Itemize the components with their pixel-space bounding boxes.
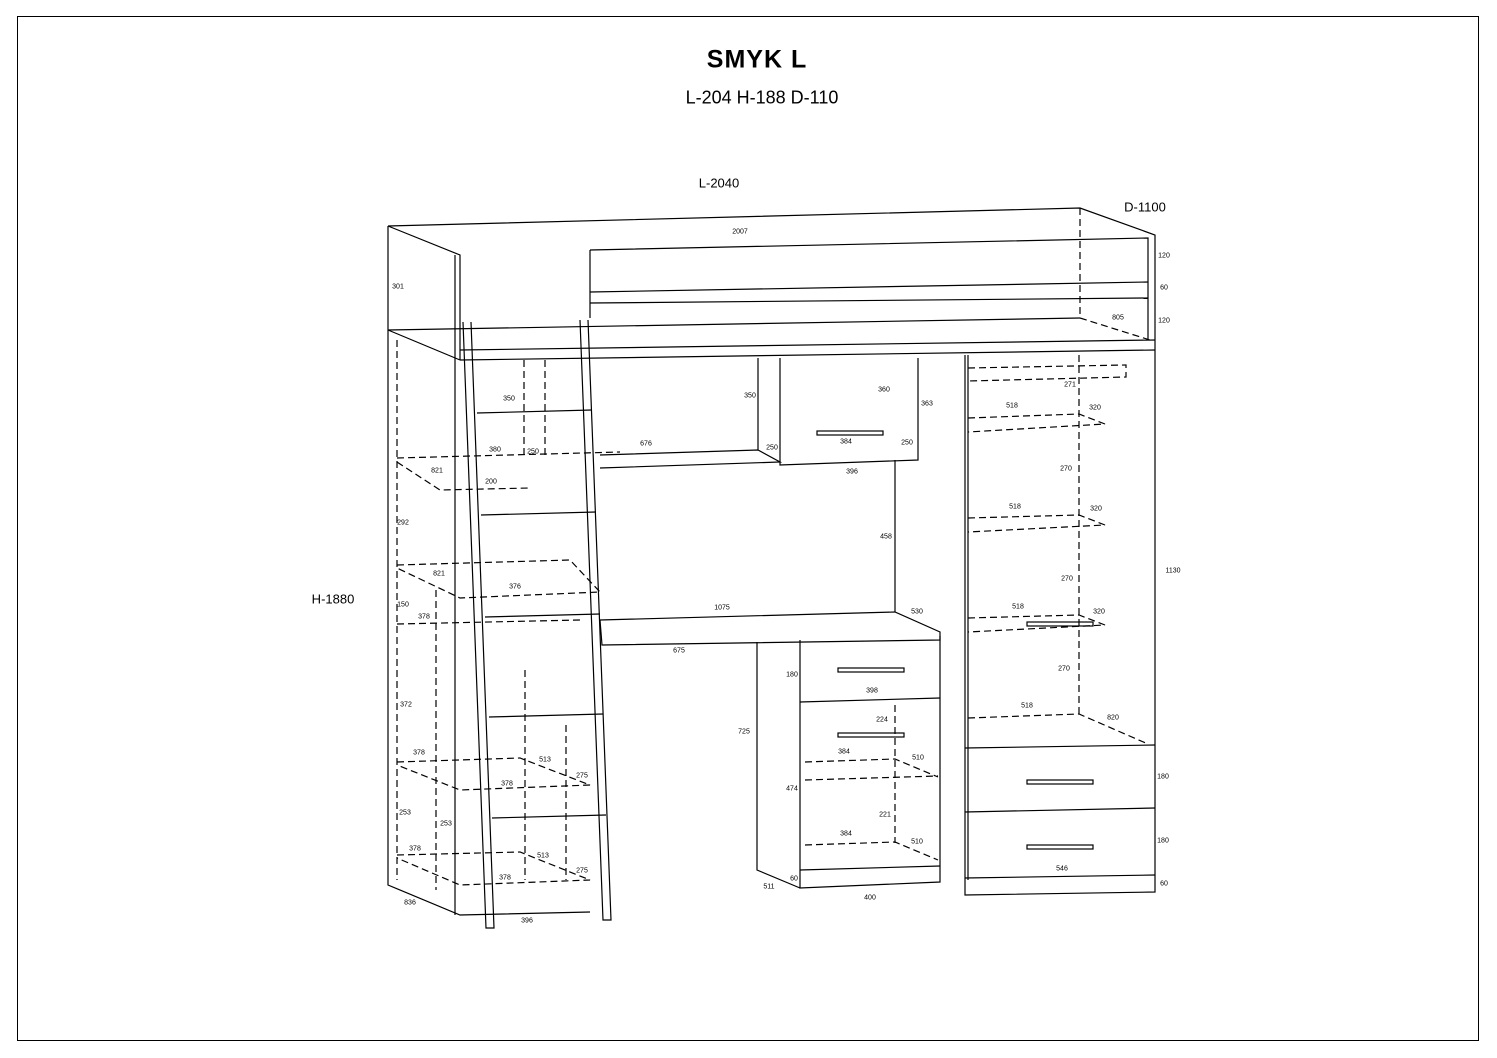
dim-label: 221: [879, 811, 891, 819]
overall-length: L-2040: [698, 175, 740, 191]
dim-label: 510: [912, 754, 924, 762]
dim-label: 120: [1158, 317, 1170, 325]
dim-label: 150: [397, 601, 409, 609]
dim-label: 60: [1160, 880, 1168, 888]
dim-label: 275: [576, 867, 588, 875]
dim-label: 378: [418, 613, 430, 621]
dim-label: 458: [880, 533, 892, 541]
dim-label: 270: [1060, 465, 1072, 473]
dim-label: 511: [763, 883, 775, 891]
dim-label: 320: [1093, 608, 1105, 616]
dim-label: 350: [744, 392, 756, 400]
dim-label: 350: [503, 395, 515, 403]
dim-label: 60: [790, 875, 798, 883]
dim-label: 384: [840, 830, 852, 838]
bed-frame: [387, 207, 1156, 361]
dim-label: 821: [431, 467, 443, 475]
dim-label: 400: [864, 894, 876, 902]
dim-label: 513: [537, 852, 549, 860]
dim-label: 725: [738, 728, 750, 736]
dim-label: 275: [576, 772, 588, 780]
drawing-title: SMYK L: [706, 45, 808, 74]
left-tower: [387, 225, 621, 916]
desk: [599, 611, 941, 889]
dim-label: 180: [1157, 773, 1169, 781]
dim-label: 805: [1112, 314, 1124, 322]
dim-label: 836: [404, 899, 416, 907]
upper-cabinet: [599, 358, 919, 612]
dim-label: 270: [1058, 665, 1070, 673]
dim-label: 292: [397, 519, 409, 527]
dim-label: 271: [1064, 381, 1076, 389]
overall-height: H-1880: [311, 591, 355, 607]
dim-label: 1130: [1165, 567, 1181, 575]
dim-label: 546: [1056, 865, 1068, 873]
dim-label: 250: [901, 439, 913, 447]
dim-label: 513: [539, 756, 551, 764]
ladder: [462, 319, 612, 929]
dim-label: 510: [911, 838, 923, 846]
dim-label: 320: [1089, 404, 1101, 412]
dim-label: 2007: [732, 228, 748, 236]
dim-label: 301: [392, 283, 404, 291]
dim-label: 250: [766, 444, 778, 452]
dim-label: 474: [786, 785, 798, 793]
dim-label: 518: [1021, 702, 1033, 710]
wardrobe: [964, 350, 1156, 896]
dim-label: 270: [1061, 575, 1073, 583]
dim-label: 224: [876, 716, 888, 724]
dim-label: 530: [911, 608, 923, 616]
dim-label: 180: [1157, 837, 1169, 845]
dim-label: 384: [840, 438, 852, 446]
dim-label: 320: [1090, 505, 1102, 513]
dim-label: 372: [400, 701, 412, 709]
dim-label: 518: [1006, 402, 1018, 410]
dim-label: 380: [489, 446, 501, 454]
dim-label: 60: [1160, 284, 1168, 292]
dim-label: 820: [1107, 714, 1119, 722]
overall-depth: D-1100: [1124, 199, 1166, 215]
dim-label: 1075: [714, 604, 730, 612]
dim-label: 384: [838, 748, 850, 756]
drawing-frame: [17, 16, 1479, 1041]
drawing-subtitle: L-204 H-188 D-110: [685, 87, 839, 108]
dim-label: 676: [640, 440, 652, 448]
dim-label: 518: [1009, 503, 1021, 511]
dim-label: 396: [521, 917, 533, 925]
dim-label: 398: [866, 687, 878, 695]
dim-label: 518: [1012, 603, 1024, 611]
dim-label: 821: [433, 570, 445, 578]
dim-label: 378: [413, 749, 425, 757]
dim-label: 253: [440, 820, 452, 828]
dim-label: 363: [921, 400, 933, 408]
dim-label: 250: [527, 448, 539, 456]
dim-label: 200: [485, 478, 497, 486]
dim-label: 378: [501, 780, 513, 788]
dim-label: 180: [786, 671, 798, 679]
dim-label: 378: [499, 874, 511, 882]
dim-label: 360: [878, 386, 890, 394]
dim-label: 396: [846, 468, 858, 476]
dim-label: 120: [1158, 252, 1170, 260]
dim-label: 376: [509, 583, 521, 591]
dim-label: 675: [673, 647, 685, 655]
dim-label: 378: [409, 845, 421, 853]
dim-label: 253: [399, 809, 411, 817]
